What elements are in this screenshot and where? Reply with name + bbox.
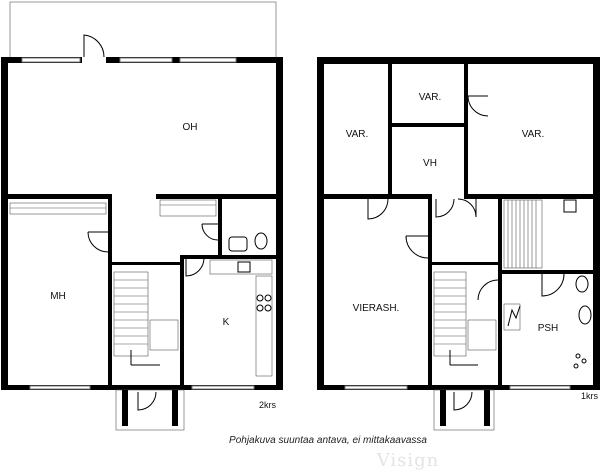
- room-label-var-left: VAR.: [346, 129, 369, 140]
- room-label-psh: PSH: [538, 323, 559, 334]
- sauna-stove-icon: [563, 199, 577, 213]
- entrance-porch: [115, 389, 185, 431]
- balcony-door-icon: [83, 34, 105, 58]
- stove-burner-icon: [256, 294, 264, 302]
- entrance-door-icon: [453, 391, 473, 411]
- entrance-door-icon: [137, 391, 157, 411]
- bedroom-door-icon: [87, 231, 109, 253]
- level-label-lower: 2krs: [259, 400, 277, 410]
- shower-icon: [575, 353, 581, 359]
- room-label-mh: MH: [50, 291, 66, 302]
- toilet-icon: [575, 275, 589, 293]
- left-floor-plan: OH MH K 2krs: [1, 1, 283, 431]
- kitchen-door-icon: [185, 257, 205, 277]
- storage-door-icon: [467, 95, 489, 117]
- watermark-logo: Visign: [376, 450, 440, 471]
- bathroom-door-icon: [541, 273, 565, 297]
- sauna-bench-icon: [503, 199, 577, 269]
- room-label-oh: OH: [183, 122, 198, 133]
- balcony-outline: [9, 1, 277, 61]
- room-label-var-right: VAR.: [522, 129, 545, 140]
- level-label-upper: 1krs: [581, 391, 599, 401]
- sink-icon: [228, 236, 248, 252]
- kitchen-sink-icon: [237, 261, 251, 273]
- wc-door-icon: [201, 223, 219, 241]
- staircase-icon: [433, 271, 497, 366]
- room-label-k: K: [223, 317, 230, 328]
- right-floor-plan: VAR. VAR. VAR. VH VIERASH. PSH 1krs: [317, 57, 600, 431]
- room-label-var-top: VAR.: [419, 92, 442, 103]
- staircase-icon: [113, 271, 179, 366]
- room-label-vh: VH: [423, 158, 437, 169]
- room-label-guest: VIERASH.: [353, 303, 400, 314]
- guest-door-icon: [367, 198, 389, 220]
- disclaimer-caption: Pohjakuva suuntaa antava, ei mittakaavas…: [229, 435, 427, 446]
- entrance-porch: [433, 389, 495, 431]
- toilet-icon: [254, 232, 268, 250]
- washbasin-icon: [578, 305, 592, 325]
- floor-drain-icon: [503, 303, 521, 331]
